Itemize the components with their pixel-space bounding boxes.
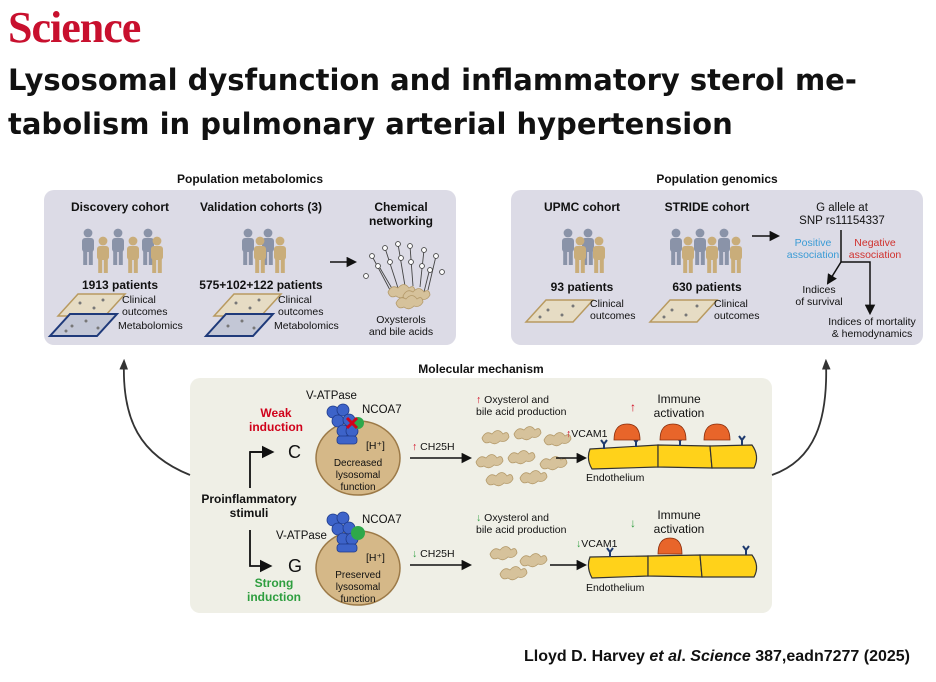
stride-title: STRIDE cohort — [664, 200, 750, 214]
vcam1-bottom-text: VCAM1 — [581, 538, 618, 550]
oxysterol-blobs-top-icon — [475, 426, 572, 487]
inhibition-x-icon — [345, 416, 359, 430]
ch25h-bottom-label: ↓ CH25H — [412, 548, 455, 560]
ch25h-top-label: ↑ CH25H — [412, 441, 455, 453]
lysosome-top-label: Decreased lysosomal function — [333, 458, 383, 493]
clinical-sheet-icon — [648, 299, 719, 323]
vatpase-top-label: V-ATPase — [306, 390, 357, 402]
production-bottom-label: ↓ Oxysterol and bile acid production — [476, 512, 566, 536]
ch25h-top-text: CH25H — [420, 441, 455, 453]
allele-c: C — [288, 442, 301, 462]
science-logo: Science — [8, 3, 141, 52]
proton-top: [H⁺] — [366, 440, 385, 452]
validation-title: Validation cohorts (3) — [199, 200, 322, 214]
citation-ref: 387,eadn7277 (2025) — [750, 648, 910, 665]
ncoa7-bottom-label: NCOA7 — [362, 514, 402, 526]
vcam1-top-label: ↑VCAM1 — [566, 428, 607, 440]
production-top-text: Oxysterol and bile acid production — [476, 394, 567, 418]
networking-title: Chemical networking — [368, 200, 433, 228]
curved-arrow-right — [771, 358, 831, 476]
proton-bottom: [H⁺] — [366, 552, 385, 564]
oxysterol-blobs-bottom-icon — [489, 546, 548, 581]
curved-arrow-left — [119, 358, 191, 476]
vcam1-top-text: VCAM1 — [571, 428, 608, 440]
up-arrow-icon: ↑ — [566, 428, 572, 440]
allele-g: G — [288, 556, 303, 576]
networking-caption: Oxysterols and bile acids — [368, 314, 434, 338]
genomics-panel — [511, 190, 923, 345]
strong-induction: Strong induction — [247, 576, 301, 604]
down-arrow-icon: ↓ — [412, 548, 418, 560]
discovery-title: Discovery cohort — [70, 200, 170, 214]
discovery-patients: 1913 patients — [81, 278, 159, 292]
discovery-people-tan-icon — [97, 236, 163, 273]
page-title: Lysosomal dysfunction and inflammatory s… — [8, 63, 857, 141]
immune-bottom-text: Immune activation — [653, 508, 705, 536]
discovery-clinical: Clinical outcomes — [122, 294, 168, 318]
chemical-network-icon — [363, 241, 445, 293]
validation-patients: 575+102+122 patients — [199, 278, 323, 292]
citation-dot: . — [681, 648, 691, 665]
validation-clinical: Clinical outcomes — [278, 294, 324, 318]
production-top-label: ↑ Oxysterol and bile acid production — [476, 394, 566, 418]
validation-metabolomics: Metabolomics — [274, 320, 339, 332]
clinical-sheet-icon — [56, 293, 127, 317]
survival-label: Indices of survival — [795, 284, 843, 308]
citation-authors: Lloyd D. Harvey — [524, 648, 650, 665]
mortality-label: Indices of mortality & hemodynamics — [828, 316, 916, 340]
citation-journal: Science — [690, 648, 751, 665]
genomics-title: Population genomics — [656, 172, 778, 186]
stimuli-label: Proinflammatory stimuli — [201, 492, 297, 520]
metabolomics-sheet-icon — [203, 313, 276, 337]
negative-association: Negative association — [848, 237, 902, 261]
endothelium-bottom-icon — [587, 554, 758, 579]
mortality-arrow — [841, 261, 876, 316]
vatpase-bottom-label: V-ATPase — [276, 530, 327, 542]
survival-arrow — [826, 261, 842, 285]
immune-cells-top-icon — [613, 423, 731, 441]
stride-clinical: Clinical outcomes — [714, 298, 760, 322]
ch25h-bottom-text: CH25H — [420, 548, 455, 560]
down-arrow-icon: ↓ — [476, 512, 482, 524]
ncoa7-top-label: NCOA7 — [362, 404, 402, 416]
endothelium-top-label: Endothelium — [586, 472, 645, 484]
molecule-blobs-icon — [387, 284, 431, 310]
upmc-clinical: Clinical outcomes — [590, 298, 636, 322]
down-arrow-icon: ↓ — [576, 538, 582, 550]
metabolomics-title: Population metabolomics — [176, 172, 323, 186]
discovery-people-icon — [82, 228, 154, 265]
citation: Lloyd D. Harvey et al. Science 387,eadn7… — [524, 648, 910, 666]
stride-people-tan-icon — [682, 236, 742, 273]
lysosome-bottom-label: Preserved lysosomal function — [335, 570, 381, 605]
down-arrow-icon: ↓ — [630, 516, 636, 530]
weak-induction: Weak induction — [249, 406, 303, 434]
vcam1-bottom-label: ↓VCAM1 — [576, 538, 617, 550]
molecular-title: Molecular mechanism — [418, 362, 544, 376]
stride-people-icon — [670, 228, 730, 265]
metabolomics-sheet-icon — [47, 313, 120, 337]
up-arrow-icon: ↑ — [476, 394, 482, 406]
positive-association: Positive association — [786, 237, 840, 261]
endothelium-top-icon — [587, 444, 758, 470]
snp-label: G allele at SNP rs11154337 — [799, 202, 885, 227]
clinical-sheet-icon — [524, 299, 595, 323]
immune-cell-bottom-icon — [657, 537, 683, 555]
upmc-patients: 93 patients — [550, 280, 614, 294]
clinical-sheet-icon — [212, 293, 283, 317]
immune-top-text: Immune activation — [653, 392, 705, 420]
endothelium-bottom-label: Endothelium — [586, 582, 645, 594]
up-arrow-icon: ↑ — [630, 400, 636, 414]
stride-patients: 630 patients — [672, 280, 742, 294]
up-arrow-icon: ↑ — [412, 441, 418, 453]
discovery-metabolomics: Metabolomics — [118, 320, 183, 332]
citation-etal: et al — [649, 648, 682, 665]
production-bottom-text: Oxysterol and bile acid production — [476, 512, 567, 536]
upmc-title: UPMC cohort — [544, 200, 620, 214]
ncoa7-bottom-icon — [351, 526, 365, 540]
